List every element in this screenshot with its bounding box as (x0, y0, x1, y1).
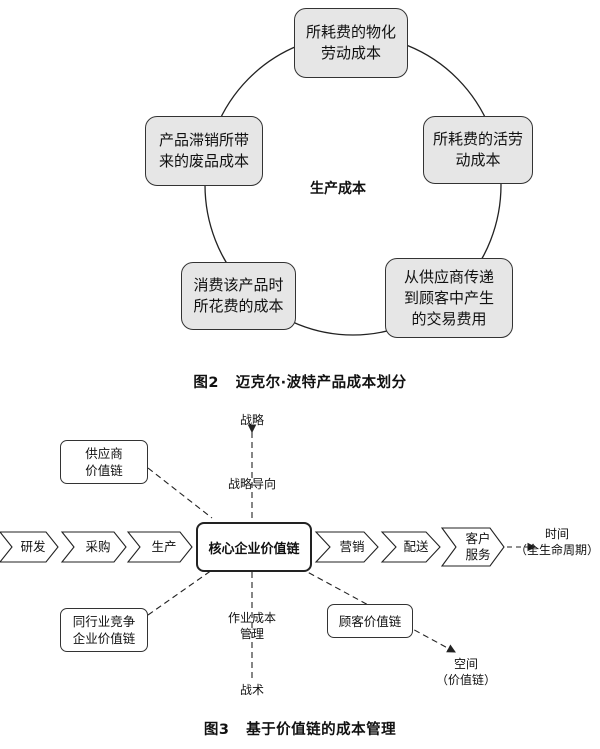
label-operation-cost-management: 作业成本 管理 (227, 611, 276, 641)
chain-label-production: 生产 (151, 539, 177, 554)
label-strategy: 战略 (239, 413, 264, 427)
node-consumption-cost: 消费该产品时 所花费的成本 (181, 262, 296, 330)
chain-label-purchasing: 采购 (85, 539, 111, 554)
fig3-graphics (0, 424, 537, 680)
chevron-delivery (380, 531, 441, 563)
node-unsold-waste-cost: 产品滞销所带 来的废品成本 (145, 116, 263, 186)
center-label-production-cost: 生产成本 (310, 181, 366, 197)
label-time: 时间 （全生命周期） (514, 527, 599, 557)
label-space: 空间 （价值链） (435, 657, 496, 687)
chevron-marketing (314, 531, 379, 563)
label-strategy-orientation: 战略导向 (227, 477, 276, 491)
chain-label-delivery: 配送 (403, 539, 429, 554)
figure2-caption: 图2 迈克尔·波特产品成本划分 (193, 375, 407, 391)
peer-value-chain-box: 同行业竞争 企业价值链 (60, 608, 148, 652)
peer-link (147, 569, 213, 616)
node-materialized-labor-cost: 所耗费的物化 劳动成本 (294, 8, 408, 78)
figure3-caption: 图3 基于价值链的成本管理 (203, 722, 397, 738)
supplier-value-chain-box: 供应商 价值链 (60, 440, 148, 484)
customer-value-chain-box: 顾客价值链 (327, 604, 413, 638)
chain-label-marketing: 营销 (339, 539, 365, 554)
chevron-purchasing (60, 531, 127, 563)
chain-label-research: 研发 (20, 539, 46, 554)
chain-label-customer-service: 客户 服务 (465, 531, 491, 562)
node-living-labor-cost: 所耗费的活劳 动成本 (423, 116, 533, 184)
chevron-customer-service (440, 527, 505, 567)
core-value-chain-box: 核心企业价值链 (196, 522, 312, 572)
label-tactics: 战术 (239, 683, 264, 697)
chevron-research (0, 531, 59, 563)
supplier-link (147, 467, 213, 519)
chevron-production (126, 531, 193, 563)
node-transaction-cost: 从供应商传递 到顾客中产生 的交易费用 (385, 258, 513, 338)
